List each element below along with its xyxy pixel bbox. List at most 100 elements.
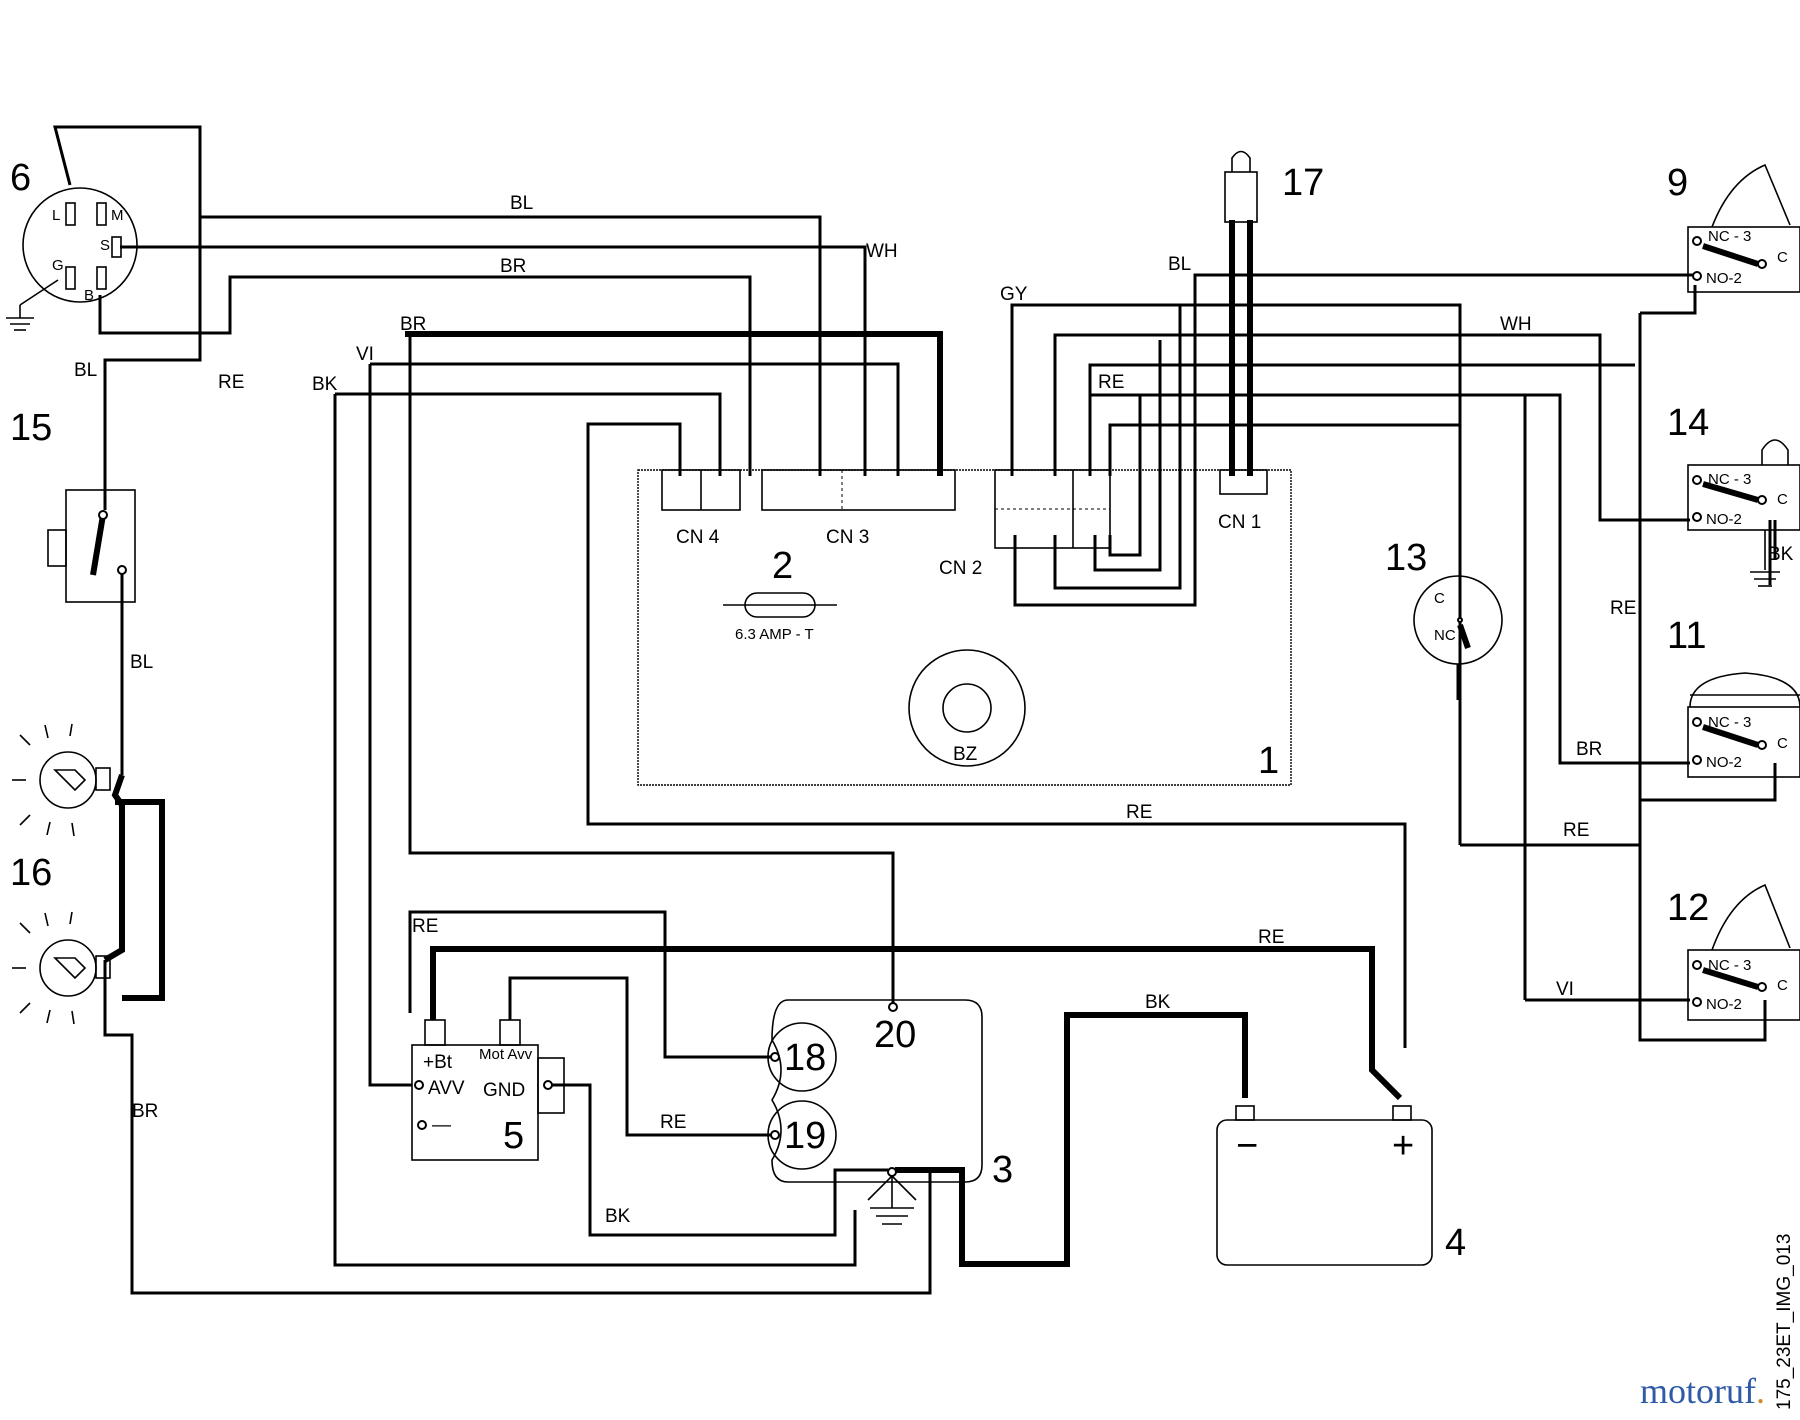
engine-group-3: 18 19 20 bbox=[767, 999, 983, 1225]
no2-label: NO-2 bbox=[1706, 754, 1742, 771]
component-2-label: 2 bbox=[772, 545, 793, 587]
wire-label-bl: BL bbox=[130, 652, 153, 673]
wire-label-re: RE bbox=[1098, 372, 1124, 393]
wire-label-wh: WH bbox=[866, 241, 898, 262]
component-13-label: 13 bbox=[1385, 537, 1427, 579]
component-16-label: 16 bbox=[10, 852, 52, 894]
component-14-label: 14 bbox=[1667, 402, 1709, 444]
component-20-label: 20 bbox=[874, 1014, 916, 1056]
component-17-label: 17 bbox=[1282, 162, 1324, 204]
wire-label-bk: BK bbox=[1768, 544, 1794, 565]
wire-label-bk: BK bbox=[1145, 992, 1171, 1013]
fuse-2: 6.3 AMP - T bbox=[723, 592, 837, 643]
connector-cn3 bbox=[761, 469, 956, 511]
micro-switch-9: NC - 3 NO-2 C bbox=[1687, 163, 1800, 293]
pin-b-label: B bbox=[84, 287, 94, 304]
pin-minus-label: — bbox=[432, 1115, 451, 1136]
wire-label-br: BR bbox=[1576, 739, 1602, 760]
no2-label: NO-2 bbox=[1706, 511, 1742, 528]
wire-label-gy: GY bbox=[1000, 284, 1028, 305]
nc-label: NC bbox=[1434, 627, 1456, 644]
wire-label-re: RE bbox=[412, 916, 438, 937]
pin-mot-avv-label: Mot Avv bbox=[479, 1046, 533, 1063]
c-label: C bbox=[1777, 249, 1788, 266]
lamp-icon bbox=[12, 911, 111, 1025]
wire-label-re: RE bbox=[660, 1112, 686, 1133]
component-4-label: 4 bbox=[1445, 1222, 1466, 1264]
module-5: +Bt Mot Avv AVV GND — bbox=[411, 1019, 565, 1161]
cn4-label: CN 4 bbox=[676, 527, 720, 548]
wires bbox=[53, 125, 1777, 1295]
cn1-label: CN 1 bbox=[1218, 512, 1261, 533]
buzzer: BZ bbox=[908, 649, 1026, 767]
control-board-1: CN 4 CN 3 CN 2 CN 1 6.3 AMP - T 2 BZ 1 bbox=[637, 469, 1292, 786]
pin-avv-label: AVV bbox=[428, 1078, 465, 1099]
wire-label-vi: VI bbox=[1556, 979, 1574, 1000]
watermark-text: motoruf bbox=[1640, 1371, 1756, 1411]
pin-s-label: S bbox=[100, 237, 110, 254]
component-15-label: 15 bbox=[10, 407, 52, 449]
pin-m-label: M bbox=[111, 207, 124, 224]
wire-label-br: BR bbox=[132, 1101, 158, 1122]
component-1-label: 1 bbox=[1258, 740, 1279, 782]
wire-label-br: BR bbox=[500, 256, 526, 277]
buzzer-label: BZ bbox=[953, 744, 978, 765]
battery-4: − + bbox=[1216, 1105, 1433, 1266]
component-9-label: 9 bbox=[1667, 162, 1688, 204]
ignition-switch-6: L M S G B bbox=[6, 187, 138, 331]
cn2-label: CN 2 bbox=[939, 558, 982, 579]
no2-label: NO-2 bbox=[1706, 996, 1742, 1013]
wire-label-br: BR bbox=[400, 314, 426, 335]
wire-label-re: RE bbox=[218, 372, 244, 393]
c-label: C bbox=[1777, 735, 1788, 752]
wire-label-bl: BL bbox=[1168, 254, 1191, 275]
connector-cn2 bbox=[994, 469, 1111, 549]
connector-cn1 bbox=[1219, 469, 1268, 495]
wire-label-re: RE bbox=[1563, 820, 1589, 841]
watermark-logo: motoruf. bbox=[1640, 1370, 1765, 1412]
component-18-label: 18 bbox=[784, 1037, 826, 1079]
indicator-light-17 bbox=[1224, 150, 1258, 223]
ground-icon bbox=[1750, 530, 1780, 587]
no2-label: NO-2 bbox=[1706, 270, 1742, 287]
nc3-label: NC - 3 bbox=[1708, 471, 1751, 488]
ground-icon bbox=[6, 279, 59, 331]
component-5-label: 5 bbox=[503, 1115, 524, 1157]
c-label: C bbox=[1777, 977, 1788, 994]
nc3-label: NC - 3 bbox=[1708, 228, 1751, 245]
seat-switch-13: C NC bbox=[1413, 575, 1503, 700]
battery-minus-label: − bbox=[1236, 1125, 1258, 1167]
micro-switch-12: NC - 3 NO-2 C bbox=[1687, 883, 1800, 1021]
pin-bt-label: +Bt bbox=[423, 1052, 453, 1073]
fuse-rating: 6.3 AMP - T bbox=[735, 626, 814, 643]
wire-label-bk: BK bbox=[605, 1206, 631, 1227]
wire-label-re: RE bbox=[1610, 598, 1636, 619]
pin-g-label: G bbox=[52, 257, 64, 274]
wire-label-re: RE bbox=[1258, 927, 1284, 948]
cn3-label: CN 3 bbox=[826, 527, 869, 548]
nc3-label: NC - 3 bbox=[1708, 957, 1751, 974]
c-label: C bbox=[1777, 491, 1788, 508]
micro-switch-11: NC - 3 NO-2 C bbox=[1687, 672, 1800, 778]
pin-gnd-label: GND bbox=[483, 1080, 525, 1101]
ground-icon bbox=[867, 1167, 917, 1225]
pin-l-label: L bbox=[52, 207, 60, 224]
connector-cn4 bbox=[661, 469, 741, 511]
lamp-icon bbox=[12, 723, 111, 837]
component-12-label: 12 bbox=[1667, 887, 1709, 929]
wire-label-bl: BL bbox=[510, 193, 533, 214]
wire-label-re: RE bbox=[1126, 802, 1152, 823]
component-19-label: 19 bbox=[784, 1115, 826, 1157]
nc3-label: NC - 3 bbox=[1708, 714, 1751, 731]
wire-labels: BL WH BR BR VI BK BL RE BL BR GY BL WH R… bbox=[74, 193, 1794, 1227]
battery-plus-label: + bbox=[1392, 1125, 1414, 1167]
wire-label-vi: VI bbox=[356, 344, 374, 365]
wire-label-bk: BK bbox=[312, 374, 338, 395]
toggle-switch-15 bbox=[47, 489, 136, 603]
component-11-label: 11 bbox=[1667, 615, 1706, 657]
image-code: 175_23ET_IMG_013 bbox=[1774, 1234, 1795, 1410]
watermark-dot: . bbox=[1755, 1371, 1765, 1411]
c-label: C bbox=[1434, 590, 1445, 607]
component-6-label: 6 bbox=[10, 157, 31, 199]
